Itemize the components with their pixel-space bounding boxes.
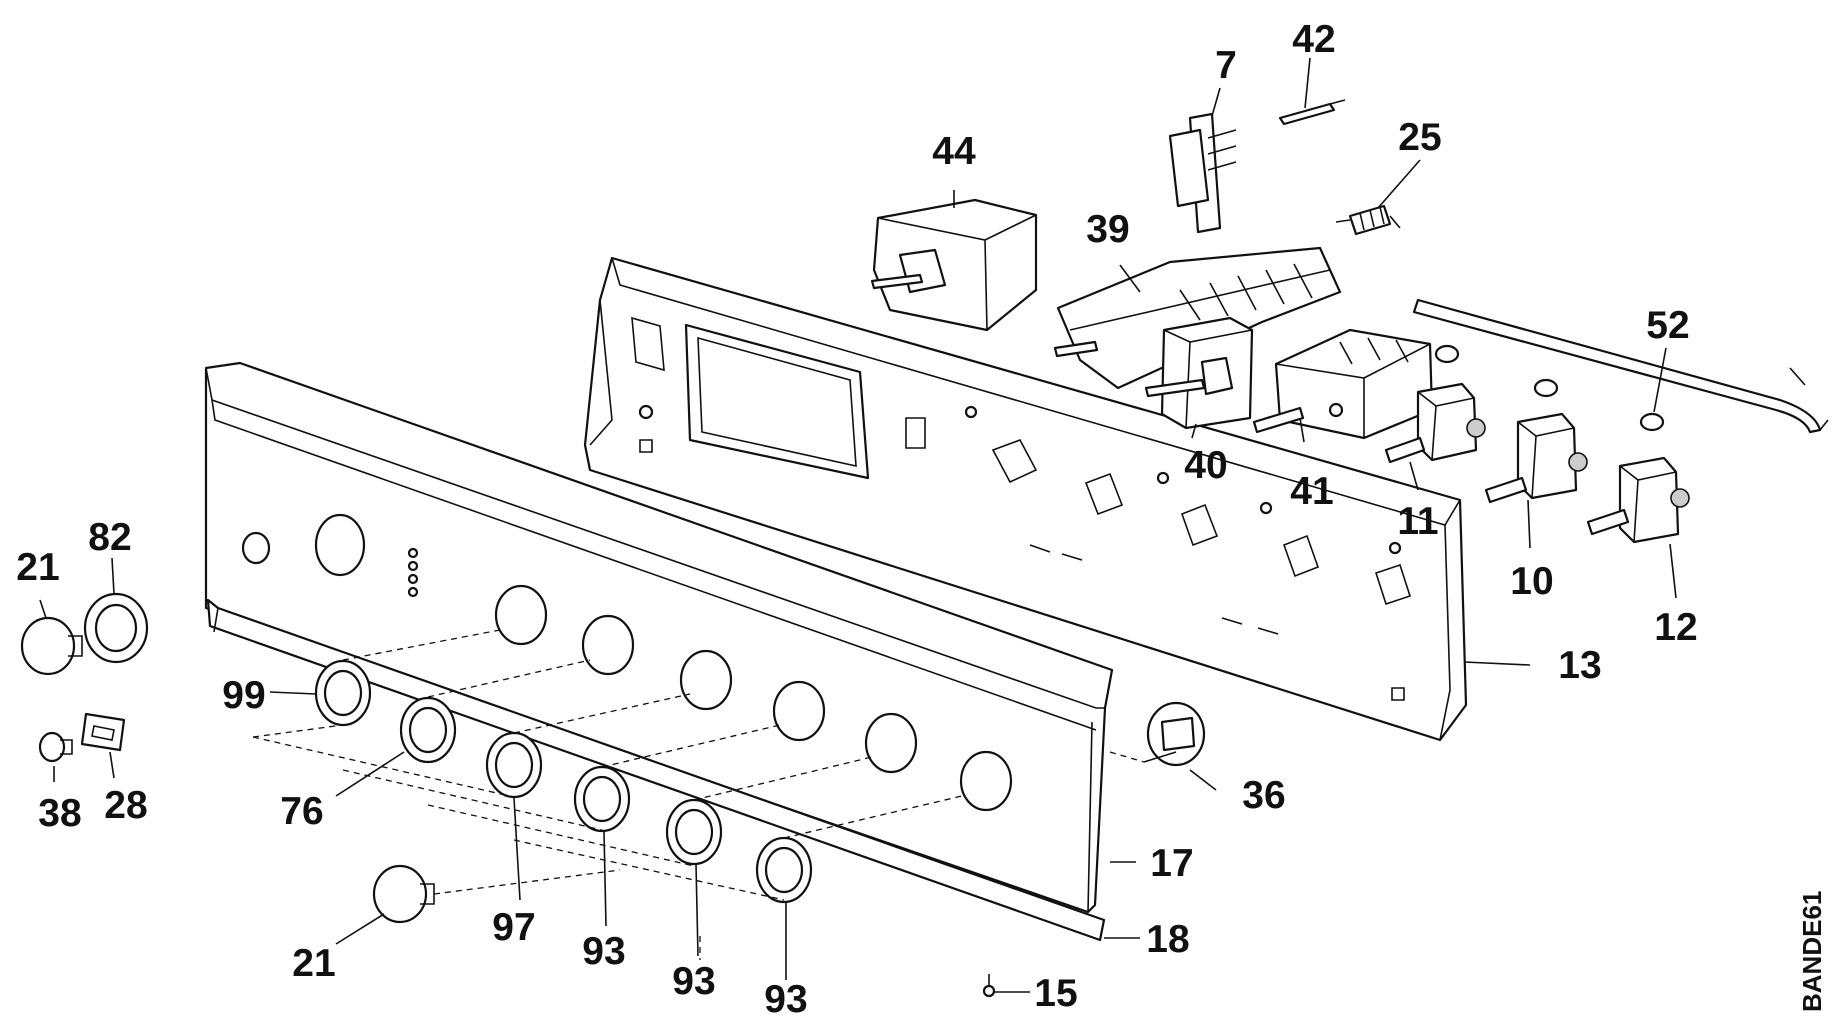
ring-97 — [485, 731, 543, 799]
rear-panel-13 — [583, 256, 1468, 742]
button-28 — [80, 712, 126, 752]
gas-rail — [1412, 298, 1829, 434]
label-13: 13 — [1558, 644, 1601, 687]
label-15: 15 — [1034, 972, 1077, 1015]
alignment-lines — [252, 629, 1145, 960]
resistor-25 — [1335, 204, 1401, 236]
knob-38 — [38, 731, 73, 763]
trim-strip-18 — [206, 598, 1106, 942]
screw-15 — [982, 974, 996, 998]
label-52: 52 — [1646, 304, 1689, 347]
label-40: 40 — [1184, 444, 1227, 487]
ring-93-c — [755, 836, 813, 904]
ring-93-b — [665, 798, 723, 866]
part-labels: 7 42 25 44 39 52 40 41 11 10 12 13 21 82… — [16, 18, 1697, 1021]
tap-10 — [1484, 412, 1588, 504]
label-99: 99 — [222, 674, 265, 717]
selector-switch-39 — [1053, 246, 1342, 390]
label-93-a: 93 — [582, 930, 625, 973]
label-28: 28 — [104, 784, 147, 827]
knob-21-top — [20, 616, 83, 676]
label-41: 41 — [1290, 470, 1333, 513]
label-12: 12 — [1654, 606, 1697, 649]
label-76: 76 — [280, 790, 323, 833]
bezel-36 — [1143, 701, 1206, 767]
leader-lines — [39, 57, 1677, 993]
front-panel-17 — [204, 361, 1114, 914]
label-11: 11 — [1397, 500, 1438, 543]
label-39: 39 — [1086, 208, 1129, 251]
ring-93-a — [573, 765, 631, 833]
label-25: 25 — [1398, 116, 1441, 159]
label-21-top: 21 — [16, 546, 59, 589]
knob-21-bottom — [372, 864, 435, 924]
timer-44 — [870, 198, 1038, 332]
tap-11 — [1384, 382, 1486, 464]
label-10: 10 — [1510, 560, 1553, 603]
ring-82 — [83, 592, 149, 664]
energy-regulator-41 — [1252, 328, 1434, 440]
label-36: 36 — [1242, 774, 1285, 817]
label-97: 97 — [492, 906, 535, 949]
label-44: 44 — [932, 130, 976, 173]
ring-76 — [399, 696, 457, 764]
ring-99 — [314, 659, 372, 727]
label-18: 18 — [1146, 918, 1189, 961]
label-7: 7 — [1215, 44, 1237, 87]
label-93-c: 93 — [764, 978, 807, 1021]
label-42: 42 — [1292, 18, 1335, 61]
label-38: 38 — [38, 792, 81, 835]
label-93-b: 93 — [672, 960, 715, 1003]
tap-12 — [1586, 456, 1690, 544]
label-82: 82 — [88, 516, 131, 559]
label-21-bottom: 21 — [292, 942, 335, 985]
pin-42 — [1278, 99, 1346, 126]
label-17: 17 — [1150, 842, 1193, 885]
thermostat-40 — [1144, 316, 1254, 430]
drawing-code: BANDE61 — [1797, 891, 1827, 1012]
switch-block-7 — [1168, 112, 1237, 234]
